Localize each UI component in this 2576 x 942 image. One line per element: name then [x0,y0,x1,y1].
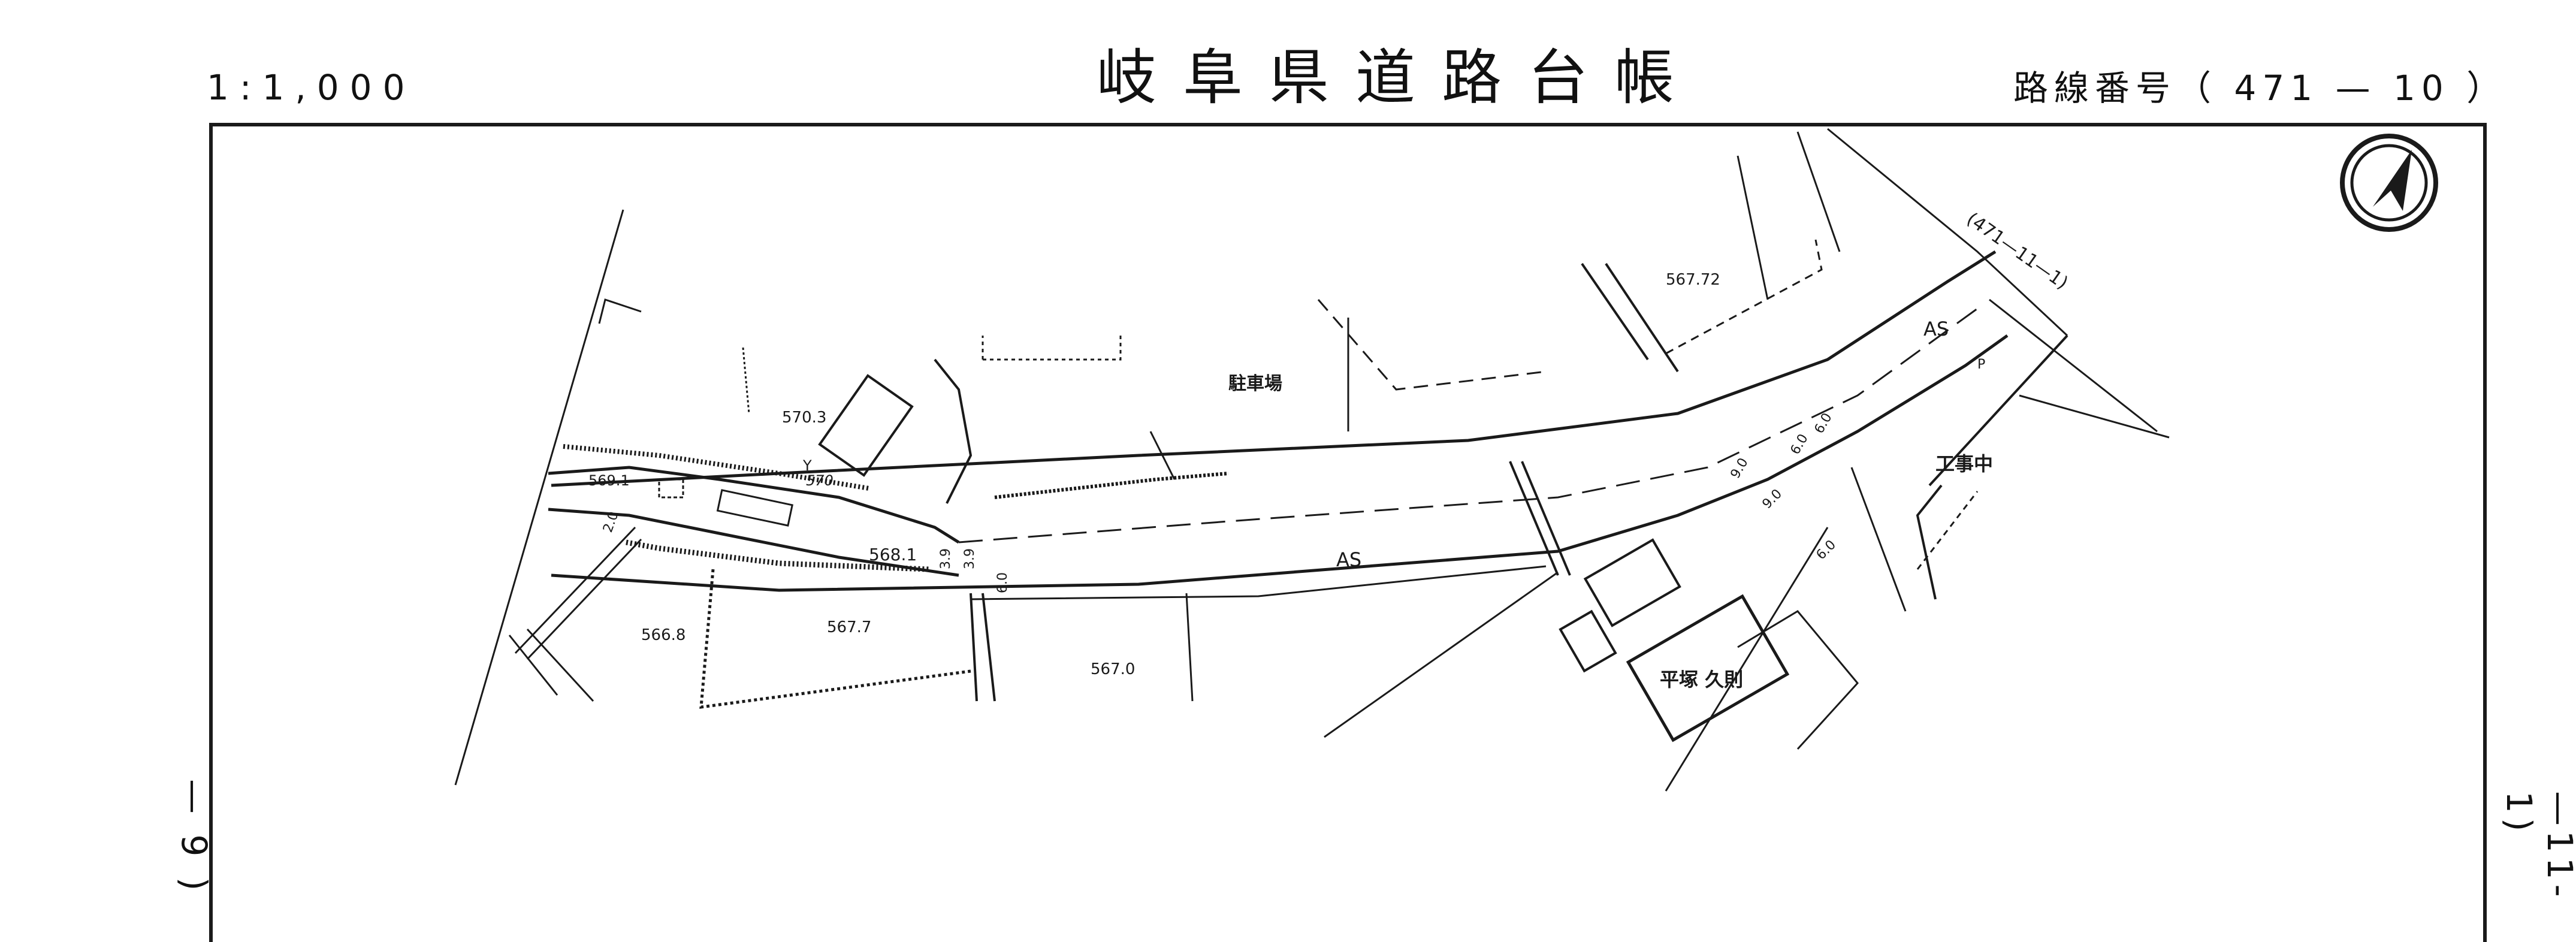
elevation-label: 567.72 [1666,271,1720,289]
page-title: 岐阜県道路台帳 [1097,43,1701,113]
width-label: 3.9 [938,548,953,569]
width-label: 6.0 [995,572,1010,593]
north-arrow-icon [2340,134,2438,232]
building [1583,538,1681,627]
elevation-label: 569.1 [588,472,630,489]
width-label: 9.0 [1728,455,1751,481]
road-label: AS [1923,318,1949,340]
building [818,374,914,477]
map-mark: P [1977,357,1985,372]
width-label: 6.0 [1812,410,1835,436]
connection-label: (471—11—1) [1962,209,2071,294]
elevation-label: 570 [806,472,833,489]
elevation-label: 567.0 [1091,660,1135,678]
route-number: 路線番号（ 471 — 10 ） [2013,68,2508,108]
elevation-label: 566.8 [641,626,685,644]
width-label: 6.0 [1788,431,1811,457]
road-label: AS [1336,548,1361,571]
map-mark: Y [802,457,812,474]
map-frame [209,123,2487,942]
width-label: 6.0 [1814,538,1839,563]
building [1559,609,1617,673]
right-sheet-link: —11-1) [2499,791,2576,902]
place-label-owner: 平塚 久則 [1660,668,1743,691]
place-label-construction: 工事中 [1935,452,1993,475]
place-label-parking: 駐車場 [1228,373,1282,394]
road-edge-south [551,334,2009,592]
building [1626,594,1790,742]
road-centerline [958,307,1978,544]
elevation-label: 567.7 [827,618,871,636]
width-label: 9.0 [1760,487,1785,512]
left-sheet-link: — 9 ) [174,779,215,896]
elevation-label: 568.1 [869,545,917,564]
width-label: 3.9 [962,548,977,569]
elevation-label: 570.3 [782,409,826,427]
road-edge-north [551,250,1997,487]
map-scale: 1:1,000 [207,67,416,108]
